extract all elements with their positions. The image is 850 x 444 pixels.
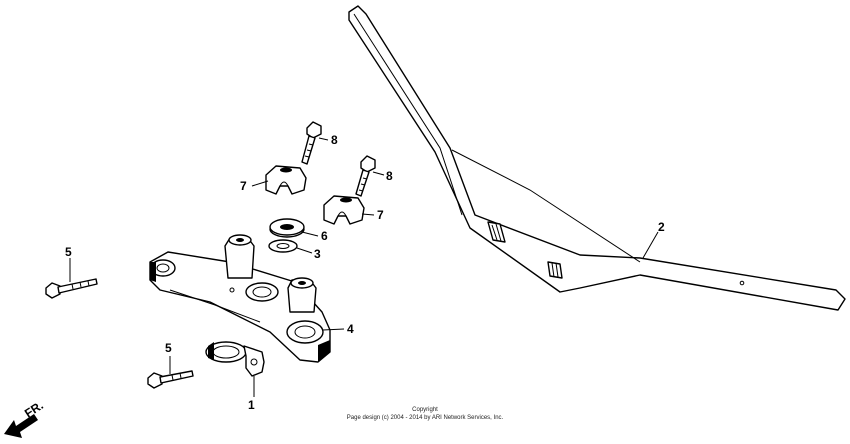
part-label-5-upper: 5 xyxy=(65,245,72,259)
part-label-8-left: 8 xyxy=(331,133,338,147)
holder-bolt-right xyxy=(355,155,376,197)
part-label-1: 1 xyxy=(248,398,255,412)
part-label-4: 4 xyxy=(347,322,354,336)
part-labels: 1 2 3 4 5 5 6 7 7 8 8 xyxy=(65,133,665,412)
pinch-bolt-lower xyxy=(147,370,194,389)
fork-bridge xyxy=(149,234,331,363)
part-label-3: 3 xyxy=(314,247,321,261)
upper-holder-left xyxy=(265,165,307,195)
upper-holder-right xyxy=(323,195,365,225)
cable-clamp xyxy=(205,341,265,377)
part-label-2: 2 xyxy=(658,220,665,234)
washer xyxy=(269,218,305,238)
part-label-6: 6 xyxy=(321,229,328,243)
pinch-bolt-upper xyxy=(45,278,98,299)
front-arrow-icon xyxy=(4,414,38,438)
part-label-7-left: 7 xyxy=(240,179,247,193)
spacer xyxy=(268,239,298,253)
part-label-8-right: 8 xyxy=(386,169,393,183)
footer-title: Copyright xyxy=(412,407,438,413)
part-label-7-right: 7 xyxy=(377,208,384,222)
handlebar xyxy=(348,5,846,311)
part-label-5-lower: 5 xyxy=(165,341,172,355)
footer-copyright: Page design (c) 2004 - 2014 by ARI Netwo… xyxy=(346,415,504,421)
leader-lines xyxy=(69,137,659,397)
holder-bolt-left xyxy=(301,121,322,165)
